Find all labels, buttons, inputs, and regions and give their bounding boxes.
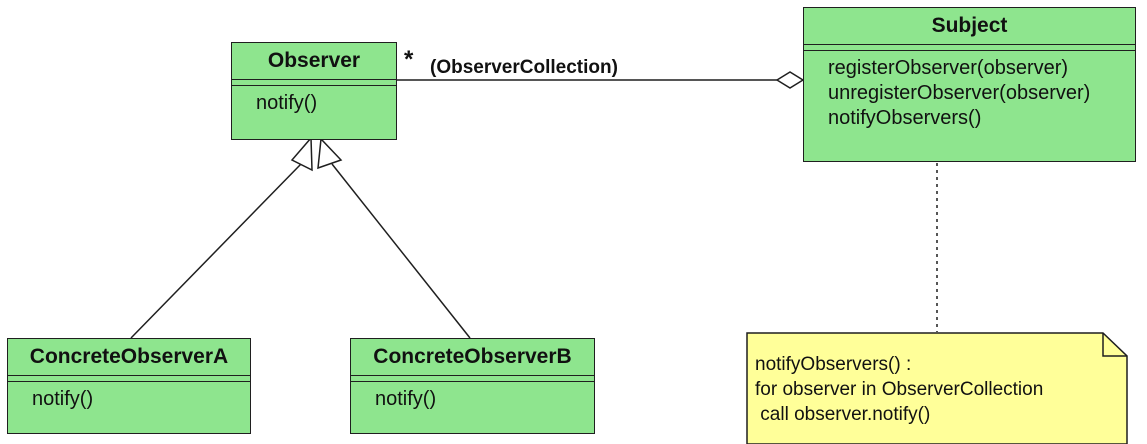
generalization-arrowhead-b (317, 137, 343, 170)
concrete-observer-b-method-list: notify() (351, 382, 594, 412)
note-line: for observer in ObserverCollection (755, 379, 1044, 400)
concrete-observer-a-class-name: ConcreteObserverA (29, 345, 229, 368)
concrete-observer-b-class[interactable]: ConcreteObserverB notify() (350, 338, 595, 434)
concrete-observer-a-class[interactable]: ConcreteObserverA notify() (7, 338, 251, 434)
aggregation-diamond (775, 71, 805, 89)
subject-class[interactable]: Subject registerObserver(observer) unreg… (803, 7, 1136, 162)
concrete-observer-a-separator (8, 375, 250, 382)
concrete-observer-b-class-name: ConcreteObserverB (373, 345, 572, 368)
subject-method: registerObserver(observer) (828, 57, 1069, 79)
association-multiplicity: * (404, 46, 414, 73)
subject-method: unregisterObserver(observer) (828, 82, 1091, 104)
generalization-line-a (130, 163, 302, 339)
subject-method: notifyObservers() (828, 107, 982, 129)
note-shape (746, 332, 1128, 444)
observer-class-separator (232, 79, 396, 86)
generalization-line-b (331, 163, 471, 339)
observer-method-list: notify() (232, 86, 396, 116)
concrete-observer-b-separator (351, 375, 594, 382)
association-role-label: (ObserverCollection) (430, 57, 618, 78)
concrete-observer-a-method-list: notify() (8, 382, 250, 412)
note-line: notifyObservers() : (755, 354, 912, 375)
concrete-observer-b-method: notify() (375, 388, 437, 410)
observer-class[interactable]: Observer notify() (231, 42, 397, 140)
generalization-arrowhead-a (290, 136, 313, 172)
observer-class-name: Observer (267, 49, 361, 72)
note-box[interactable]: notifyObservers() : for observer in Obser… (746, 332, 1128, 444)
subject-class-name: Subject (931, 14, 1008, 37)
subject-method-list: registerObserver(observer) unregisterObs… (804, 51, 1135, 131)
note-text: notifyObservers() : for observer in Obser… (755, 352, 1043, 427)
observer-method: notify() (256, 92, 318, 114)
subject-class-separator (804, 44, 1135, 51)
note-line: call observer.notify() (755, 404, 931, 425)
concrete-observer-a-method: notify() (32, 388, 94, 410)
